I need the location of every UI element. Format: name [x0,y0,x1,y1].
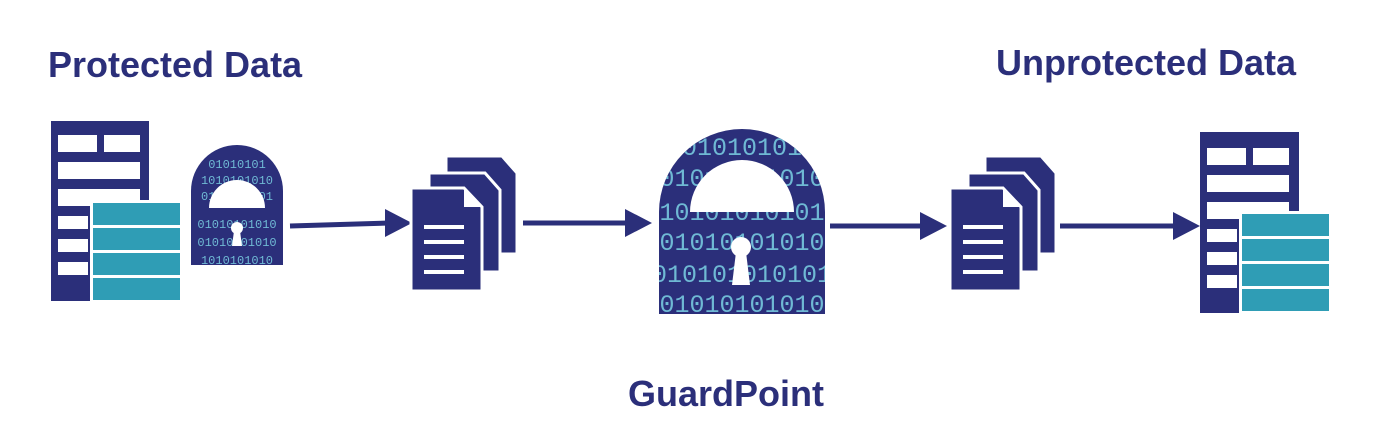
documents-icon [948,154,1058,293]
arrow-right-icon [1060,212,1200,240]
small-lock-icon: 01010101 1010101010 0101010101 010101010… [191,145,283,268]
arrow-right-icon [289,209,412,237]
protected-data-label: Protected Data [48,44,303,85]
unprotected-database-icon [1200,132,1330,314]
guardpoint-label: GuardPoint [628,373,824,414]
small-lock-binary-row: 01010101 [208,158,266,172]
arrow-right-icon [523,209,652,237]
guardpoint-lock-icon: 01010101 01010101010 0101010101010 10101… [644,129,839,320]
big-lock-binary-row: 1010101010101 [644,291,839,320]
small-lock-binary-row: 1010101010 [201,254,273,268]
documents-icon [409,154,519,293]
arrow-right-icon [830,212,947,240]
unprotected-data-label: Unprotected Data [996,42,1297,83]
protected-database-icon [51,121,180,303]
big-lock-binary-row: 01010101 [682,134,802,163]
